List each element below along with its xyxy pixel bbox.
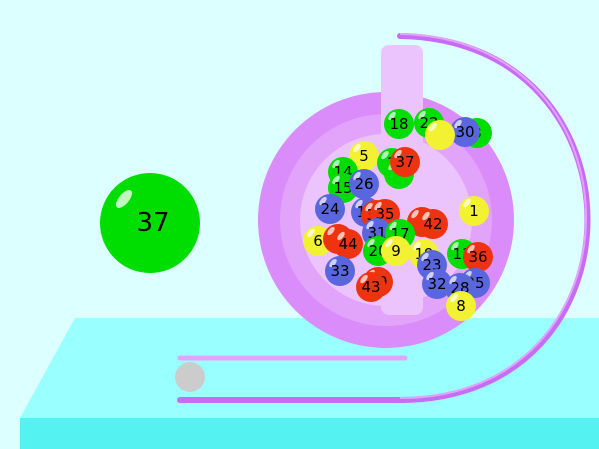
ball: 32 xyxy=(422,269,452,299)
ball: 24 xyxy=(315,194,345,224)
ball: 8 xyxy=(446,291,476,321)
ball-highlight xyxy=(454,119,462,129)
ball-highlight xyxy=(353,171,361,181)
ball-highlight xyxy=(366,220,374,230)
guide-rail-shine xyxy=(399,33,587,399)
ball-number: 6 xyxy=(313,232,323,250)
table-front xyxy=(20,418,599,449)
ball: 26 xyxy=(349,169,379,199)
ball-pile: 1822330523714152624116383544264431172091… xyxy=(303,108,493,321)
ball: 9 xyxy=(381,236,411,266)
ball-highlight xyxy=(429,122,437,132)
drawn-ball-number: 37 xyxy=(136,208,169,238)
ball-number: 9 xyxy=(391,242,401,260)
ball-number: 5 xyxy=(359,147,369,165)
ball-highlight xyxy=(332,159,340,169)
ball-highlight xyxy=(353,143,361,153)
ball-highlight xyxy=(319,196,327,206)
ball-number: 15 xyxy=(333,179,352,197)
ball-highlight xyxy=(426,271,434,281)
ball-highlight xyxy=(394,149,402,159)
exit-chute xyxy=(177,355,408,403)
ball xyxy=(425,120,455,150)
ball-circle xyxy=(425,120,455,150)
ball-highlight xyxy=(422,211,430,221)
ball-highlight xyxy=(388,111,396,121)
ball-highlight xyxy=(360,274,368,284)
ball-number: 24 xyxy=(320,200,339,218)
ball-number: 37 xyxy=(395,153,414,171)
ball-highlight xyxy=(367,238,375,248)
exit-ball xyxy=(175,362,205,392)
ball-highlight xyxy=(332,175,340,185)
ball-number: 8 xyxy=(456,297,466,315)
ball-highlight xyxy=(385,238,393,248)
ball: 42 xyxy=(418,209,448,239)
ball-highlight xyxy=(381,150,389,160)
ball: 33 xyxy=(325,256,355,286)
ball-number: 44 xyxy=(338,235,357,253)
ball-number: 32 xyxy=(427,275,446,293)
ball-number: 26 xyxy=(354,175,373,193)
ball: 18 xyxy=(384,109,414,139)
ball: 43 xyxy=(356,272,386,302)
ball-highlight xyxy=(467,244,475,254)
ball: 5 xyxy=(349,141,379,171)
ball-number: 18 xyxy=(389,115,408,133)
ball-highlight xyxy=(327,226,335,236)
ball-number: 43 xyxy=(361,278,380,296)
ball-number: 30 xyxy=(455,123,474,141)
ball-highlight xyxy=(389,221,397,231)
ball-highlight xyxy=(421,252,429,262)
ball-highlight xyxy=(450,293,458,303)
guide-rail xyxy=(397,33,591,403)
ball-highlight xyxy=(413,241,421,251)
ball: 30 xyxy=(450,117,480,147)
ball-highlight xyxy=(337,231,345,241)
ball-number: 33 xyxy=(330,262,349,280)
ball-highlight xyxy=(418,110,426,120)
ball-highlight xyxy=(449,275,457,285)
ball-highlight xyxy=(451,241,459,251)
ball-highlight xyxy=(355,199,363,209)
drawn-ball-highlight xyxy=(115,189,133,209)
ball: 1 xyxy=(459,196,489,226)
ball: 36 xyxy=(463,242,493,272)
ball-highlight xyxy=(307,228,315,238)
ball-highlight xyxy=(411,209,419,219)
ball-highlight xyxy=(365,202,373,212)
ball-highlight xyxy=(374,201,382,211)
ball-highlight xyxy=(329,258,337,268)
drawn-ball: 37 xyxy=(100,173,200,273)
ball: 44 xyxy=(333,229,363,259)
ball-number: 1 xyxy=(469,202,479,220)
ball-number: 42 xyxy=(423,215,442,233)
ball-number: 36 xyxy=(468,248,487,266)
ball-highlight xyxy=(463,198,471,208)
ball: 37 xyxy=(390,147,420,177)
